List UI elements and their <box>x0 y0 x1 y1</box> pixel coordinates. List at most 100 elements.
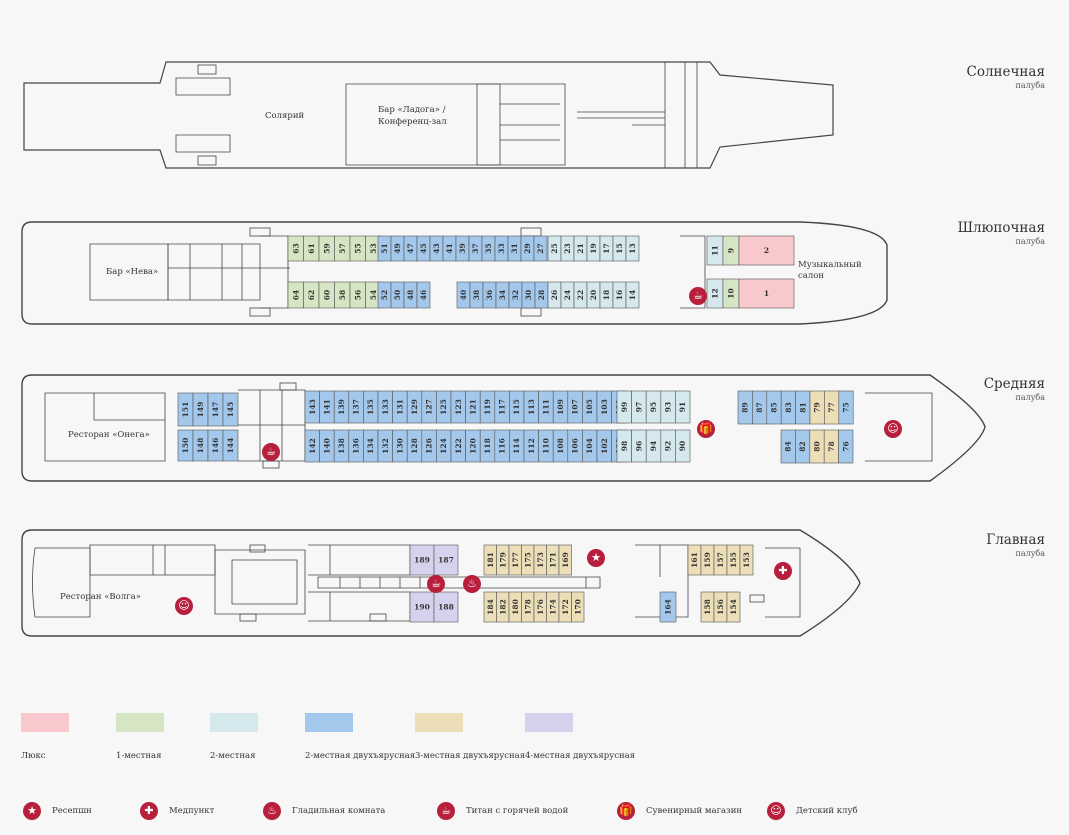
cabin-138[interactable]: 138 <box>333 429 350 463</box>
cabin-118[interactable]: 118 <box>479 429 496 463</box>
cabin-133[interactable]: 133 <box>377 390 393 424</box>
cabin-161[interactable]: 161 <box>687 544 702 576</box>
cabin-11[interactable]: 11 <box>706 235 724 266</box>
cabin-14[interactable]: 14 <box>625 281 640 309</box>
cabin-182[interactable]: 182 <box>496 591 510 623</box>
cabin-117[interactable]: 117 <box>494 390 510 424</box>
cabin-176[interactable]: 176 <box>533 591 547 623</box>
cabin-36[interactable]: 36 <box>482 281 497 309</box>
cabin-80[interactable]: 80 <box>809 429 825 464</box>
cabin-158[interactable]: 158 <box>700 591 715 623</box>
cabin-12[interactable]: 12 <box>706 278 724 309</box>
cabin-107[interactable]: 107 <box>567 390 583 424</box>
cabin-75[interactable]: 75 <box>838 390 854 425</box>
cabin-106[interactable]: 106 <box>567 429 583 463</box>
cabin-95[interactable]: 95 <box>645 390 662 424</box>
cabin-114[interactable]: 114 <box>509 429 525 463</box>
cabin-77[interactable]: 77 <box>824 390 840 425</box>
cabin-142[interactable]: 142 <box>304 429 320 463</box>
cabin-188[interactable]: 188 <box>433 591 459 623</box>
cabin-98[interactable]: 98 <box>616 429 632 463</box>
cabin-135[interactable]: 135 <box>363 390 379 424</box>
cabin-81[interactable]: 81 <box>795 390 811 425</box>
cabin-87[interactable]: 87 <box>752 390 768 425</box>
cabin-82[interactable]: 82 <box>795 429 811 464</box>
cabin-61[interactable]: 61 <box>303 235 320 262</box>
cabin-22[interactable]: 22 <box>573 281 588 309</box>
cabin-63[interactable]: 63 <box>287 235 304 262</box>
cabin-13[interactable]: 13 <box>625 235 640 262</box>
cabin-157[interactable]: 157 <box>713 544 728 576</box>
cabin-139[interactable]: 139 <box>333 390 350 424</box>
cabin-48[interactable]: 48 <box>403 281 418 309</box>
cabin-169[interactable]: 169 <box>558 544 572 576</box>
cabin-18[interactable]: 18 <box>599 281 614 309</box>
cabin-119[interactable]: 119 <box>479 390 496 424</box>
cabin-159[interactable]: 159 <box>700 544 715 576</box>
cabin-28[interactable]: 28 <box>534 281 549 309</box>
cabin-23[interactable]: 23 <box>560 235 575 262</box>
cabin-155[interactable]: 155 <box>726 544 741 576</box>
cabin-29[interactable]: 29 <box>520 235 535 262</box>
cabin-38[interactable]: 38 <box>469 281 484 309</box>
cabin-174[interactable]: 174 <box>546 591 560 623</box>
cabin-132[interactable]: 132 <box>377 429 393 463</box>
cabin-113[interactable]: 113 <box>523 390 539 424</box>
cabin-50[interactable]: 50 <box>390 281 405 309</box>
cabin-144[interactable]: 144 <box>222 429 239 462</box>
cabin-121[interactable]: 121 <box>465 390 481 424</box>
cabin-136[interactable]: 136 <box>348 429 364 463</box>
cabin-56[interactable]: 56 <box>349 281 366 309</box>
cabin-97[interactable]: 97 <box>631 390 647 424</box>
cabin-181[interactable]: 181 <box>483 544 497 576</box>
cabin-124[interactable]: 124 <box>436 429 452 463</box>
cabin-92[interactable]: 92 <box>660 429 676 463</box>
cabin-37[interactable]: 37 <box>468 235 483 262</box>
cabin-34[interactable]: 34 <box>495 281 510 309</box>
cabin-83[interactable]: 83 <box>780 390 796 425</box>
cabin-26[interactable]: 26 <box>547 281 562 309</box>
cabin-125[interactable]: 125 <box>436 390 452 424</box>
cabin-93[interactable]: 93 <box>660 390 676 424</box>
cabin-33[interactable]: 33 <box>494 235 509 262</box>
cabin-190[interactable]: 190 <box>409 591 435 623</box>
cabin-145[interactable]: 145 <box>222 392 239 427</box>
cabin-175[interactable]: 175 <box>521 544 535 576</box>
cabin-85[interactable]: 85 <box>766 390 782 425</box>
cabin-156[interactable]: 156 <box>713 591 728 623</box>
cabin-140[interactable]: 140 <box>319 429 335 463</box>
cabin-109[interactable]: 109 <box>552 390 569 424</box>
cabin-127[interactable]: 127 <box>421 390 437 424</box>
cabin-40[interactable]: 40 <box>456 281 471 309</box>
cabin-52[interactable]: 52 <box>377 281 392 309</box>
cabin-59[interactable]: 59 <box>318 235 335 262</box>
cabin-129[interactable]: 129 <box>406 390 423 424</box>
cabin-112[interactable]: 112 <box>523 429 539 463</box>
cabin-172[interactable]: 172 <box>558 591 572 623</box>
cabin-110[interactable]: 110 <box>538 429 554 463</box>
cabin-150[interactable]: 150 <box>177 429 194 462</box>
cabin-89[interactable]: 89 <box>737 390 753 425</box>
cabin-15[interactable]: 15 <box>612 235 627 262</box>
cabin-41[interactable]: 41 <box>442 235 457 262</box>
cabin-111[interactable]: 111 <box>538 390 554 424</box>
cabin-60[interactable]: 60 <box>318 281 335 309</box>
cabin-51[interactable]: 51 <box>377 235 392 262</box>
cabin-79[interactable]: 79 <box>809 390 825 425</box>
cabin-115[interactable]: 115 <box>509 390 525 424</box>
cabin-137[interactable]: 137 <box>348 390 364 424</box>
cabin-122[interactable]: 122 <box>450 429 466 463</box>
cabin-24[interactable]: 24 <box>560 281 575 309</box>
cabin-96[interactable]: 96 <box>631 429 647 463</box>
cabin-49[interactable]: 49 <box>390 235 405 262</box>
cabin-104[interactable]: 104 <box>582 429 598 463</box>
cabin-1[interactable]: 1 <box>738 278 795 309</box>
cabin-103[interactable]: 103 <box>596 390 612 424</box>
cabin-120[interactable]: 120 <box>465 429 481 463</box>
cabin-177[interactable]: 177 <box>508 544 522 576</box>
cabin-116[interactable]: 116 <box>494 429 510 463</box>
cabin-10[interactable]: 10 <box>722 278 740 309</box>
cabin-99[interactable]: 99 <box>616 390 632 424</box>
cabin-20[interactable]: 20 <box>586 281 601 309</box>
cabin-76[interactable]: 76 <box>838 429 854 464</box>
